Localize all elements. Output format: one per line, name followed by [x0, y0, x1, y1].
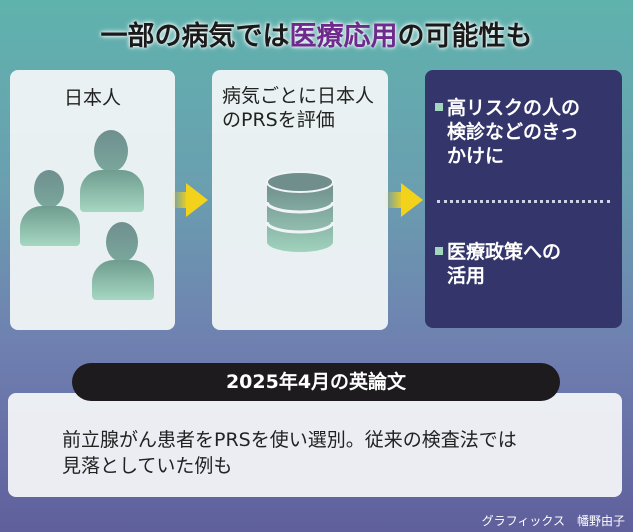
credit: グラフィックス 幡野由子: [481, 514, 625, 528]
application-item: 高リスクの人の検診などのきっかけに: [435, 96, 580, 168]
box-label: 病気ごとに日本人のPRSを評価: [222, 85, 375, 131]
headline-highlight: 医療応用: [289, 21, 398, 52]
japanese-people-box: 日本人: [10, 70, 175, 330]
paper-heading: 2025年4月の英論文: [72, 363, 560, 401]
arrow-tail: [385, 192, 403, 208]
headline-part2: の可能性も: [397, 21, 533, 52]
divider: [437, 200, 610, 203]
database-icon: [265, 171, 335, 252]
arrow-tail: [172, 192, 188, 208]
box-label: 日本人: [63, 87, 121, 109]
headline-part1: 一部の病気では: [100, 21, 290, 52]
paper-box: [8, 393, 622, 497]
bullet-icon: [435, 247, 443, 255]
arrow-right-icon: [186, 183, 208, 217]
prs-evaluation-box: 病気ごとに日本人のPRSを評価: [212, 70, 388, 330]
headline: 一部の病気では医療応用の可能性も: [0, 14, 633, 53]
bullet-icon: [435, 103, 443, 111]
arrow-right-icon: [401, 183, 423, 217]
applications-panel: 高リスクの人の検診などのきっかけに 医療政策への活用: [425, 70, 622, 328]
paper-text: 前立腺がん患者をPRSを使い選別。従来の検査法では見落としていた例も: [62, 429, 517, 477]
application-item: 医療政策への活用: [435, 240, 561, 288]
